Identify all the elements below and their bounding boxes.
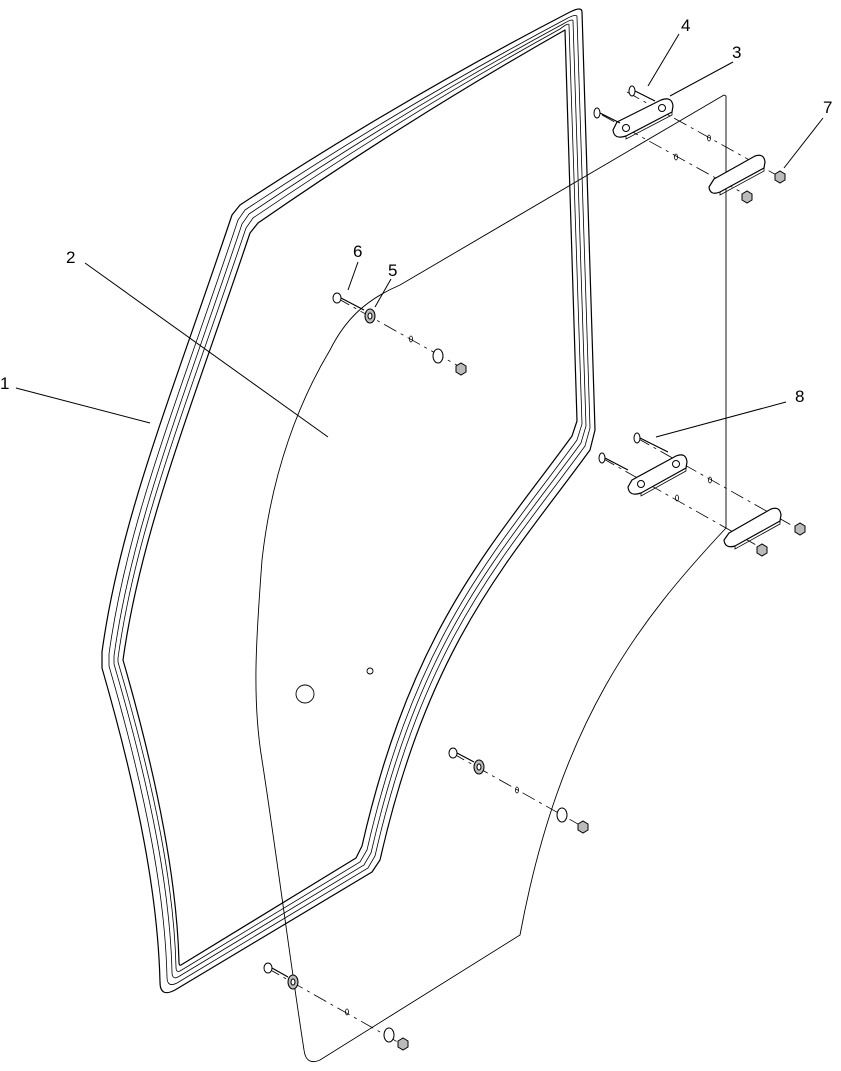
- bottom-glass-mount: [263, 962, 409, 1051]
- upper-glass-mount: [332, 292, 467, 376]
- callout-4: 4: [681, 16, 690, 35]
- callout-6: 6: [353, 242, 362, 261]
- callout-8: 8: [795, 387, 804, 406]
- callout-2: 2: [66, 248, 75, 267]
- callout-5: 5: [388, 261, 397, 280]
- callout-3: 3: [732, 43, 741, 62]
- door-seal-frame: [101, 8, 596, 994]
- callout-labels: 1 2 3 4 5 6 7 8: [0, 16, 832, 406]
- middle-hinge-assembly: [598, 432, 806, 557]
- assembly-centerlines: [266, 91, 801, 1046]
- lower-glass-mount: [448, 747, 589, 834]
- glass-panel: [255, 94, 727, 1063]
- callout-7: 7: [823, 98, 832, 117]
- callout-1: 1: [0, 374, 9, 393]
- top-hinge-assembly: [593, 85, 786, 204]
- leader-lines: [15, 33, 824, 438]
